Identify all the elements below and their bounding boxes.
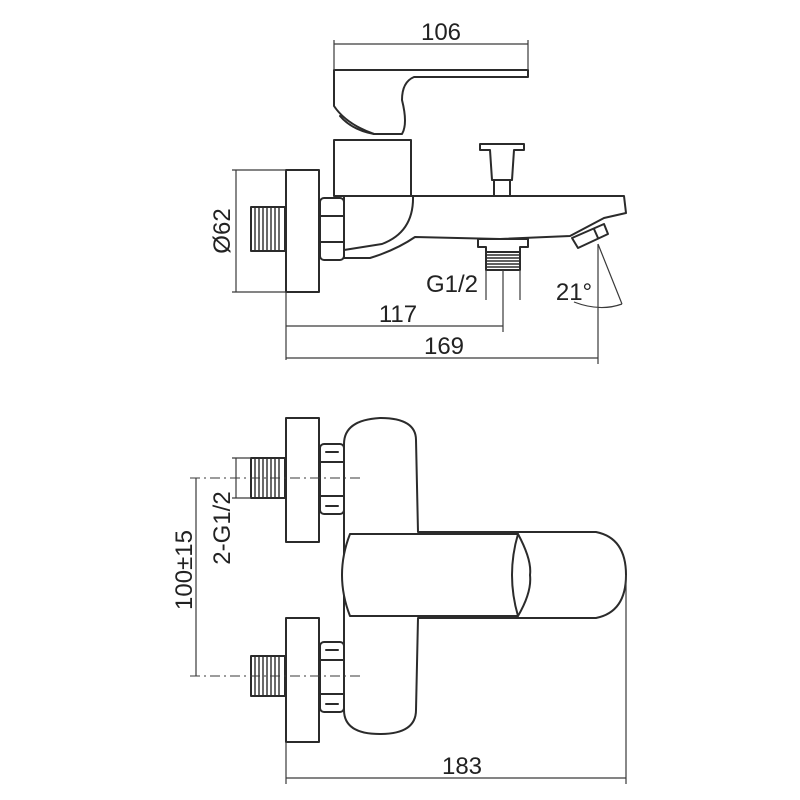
dim-outlet-offset-label: 117 <box>379 301 417 328</box>
front-view: 100±15 2-G1/2 183 <box>171 417 627 784</box>
front-flange-top <box>285 417 320 543</box>
side-outlet-thread <box>477 238 529 271</box>
side-flange <box>285 169 320 293</box>
dim-outlet-thread: G1/2 <box>426 270 521 300</box>
dim-side-length-label: 169 <box>424 333 464 360</box>
dim-inlet-threads: 2-G1/2 <box>209 457 251 565</box>
side-inlet-thread <box>250 206 286 252</box>
dim-flange-diameter: Ø62 <box>209 169 286 293</box>
dim-side-length: 169 <box>286 310 599 364</box>
dim-front-width-label: 183 <box>442 753 482 780</box>
dim-inlet-spacing: 100±15 <box>171 478 198 676</box>
dim-inlet-spacing-label: 100±15 <box>171 530 198 610</box>
side-view: 106 Ø62 G1/2 21° 117 169 <box>209 19 627 364</box>
front-hex-nut-top <box>319 443 345 515</box>
front-handle <box>341 533 532 617</box>
side-hex-nut <box>319 197 345 261</box>
dim-inlet-threads-label: 2-G1/2 <box>209 491 236 564</box>
dim-handle-width: 106 <box>333 19 529 70</box>
side-diverter <box>479 143 525 197</box>
side-aerator <box>571 223 609 249</box>
side-cartridge <box>333 139 412 197</box>
dim-outlet-thread-label: G1/2 <box>426 271 478 298</box>
side-handle <box>333 69 529 135</box>
dim-spout-angle: 21° <box>556 243 623 310</box>
dim-handle-width-label: 106 <box>421 19 461 46</box>
dim-front-width: 183 <box>285 575 627 784</box>
dim-flange-diameter-label: Ø62 <box>209 208 236 253</box>
front-hex-nut-bottom <box>319 641 345 713</box>
front-flange-bottom <box>285 617 320 743</box>
dim-spout-angle-label: 21° <box>556 279 592 306</box>
side-body <box>343 195 627 259</box>
dim-outlet-offset: 117 <box>285 270 504 360</box>
